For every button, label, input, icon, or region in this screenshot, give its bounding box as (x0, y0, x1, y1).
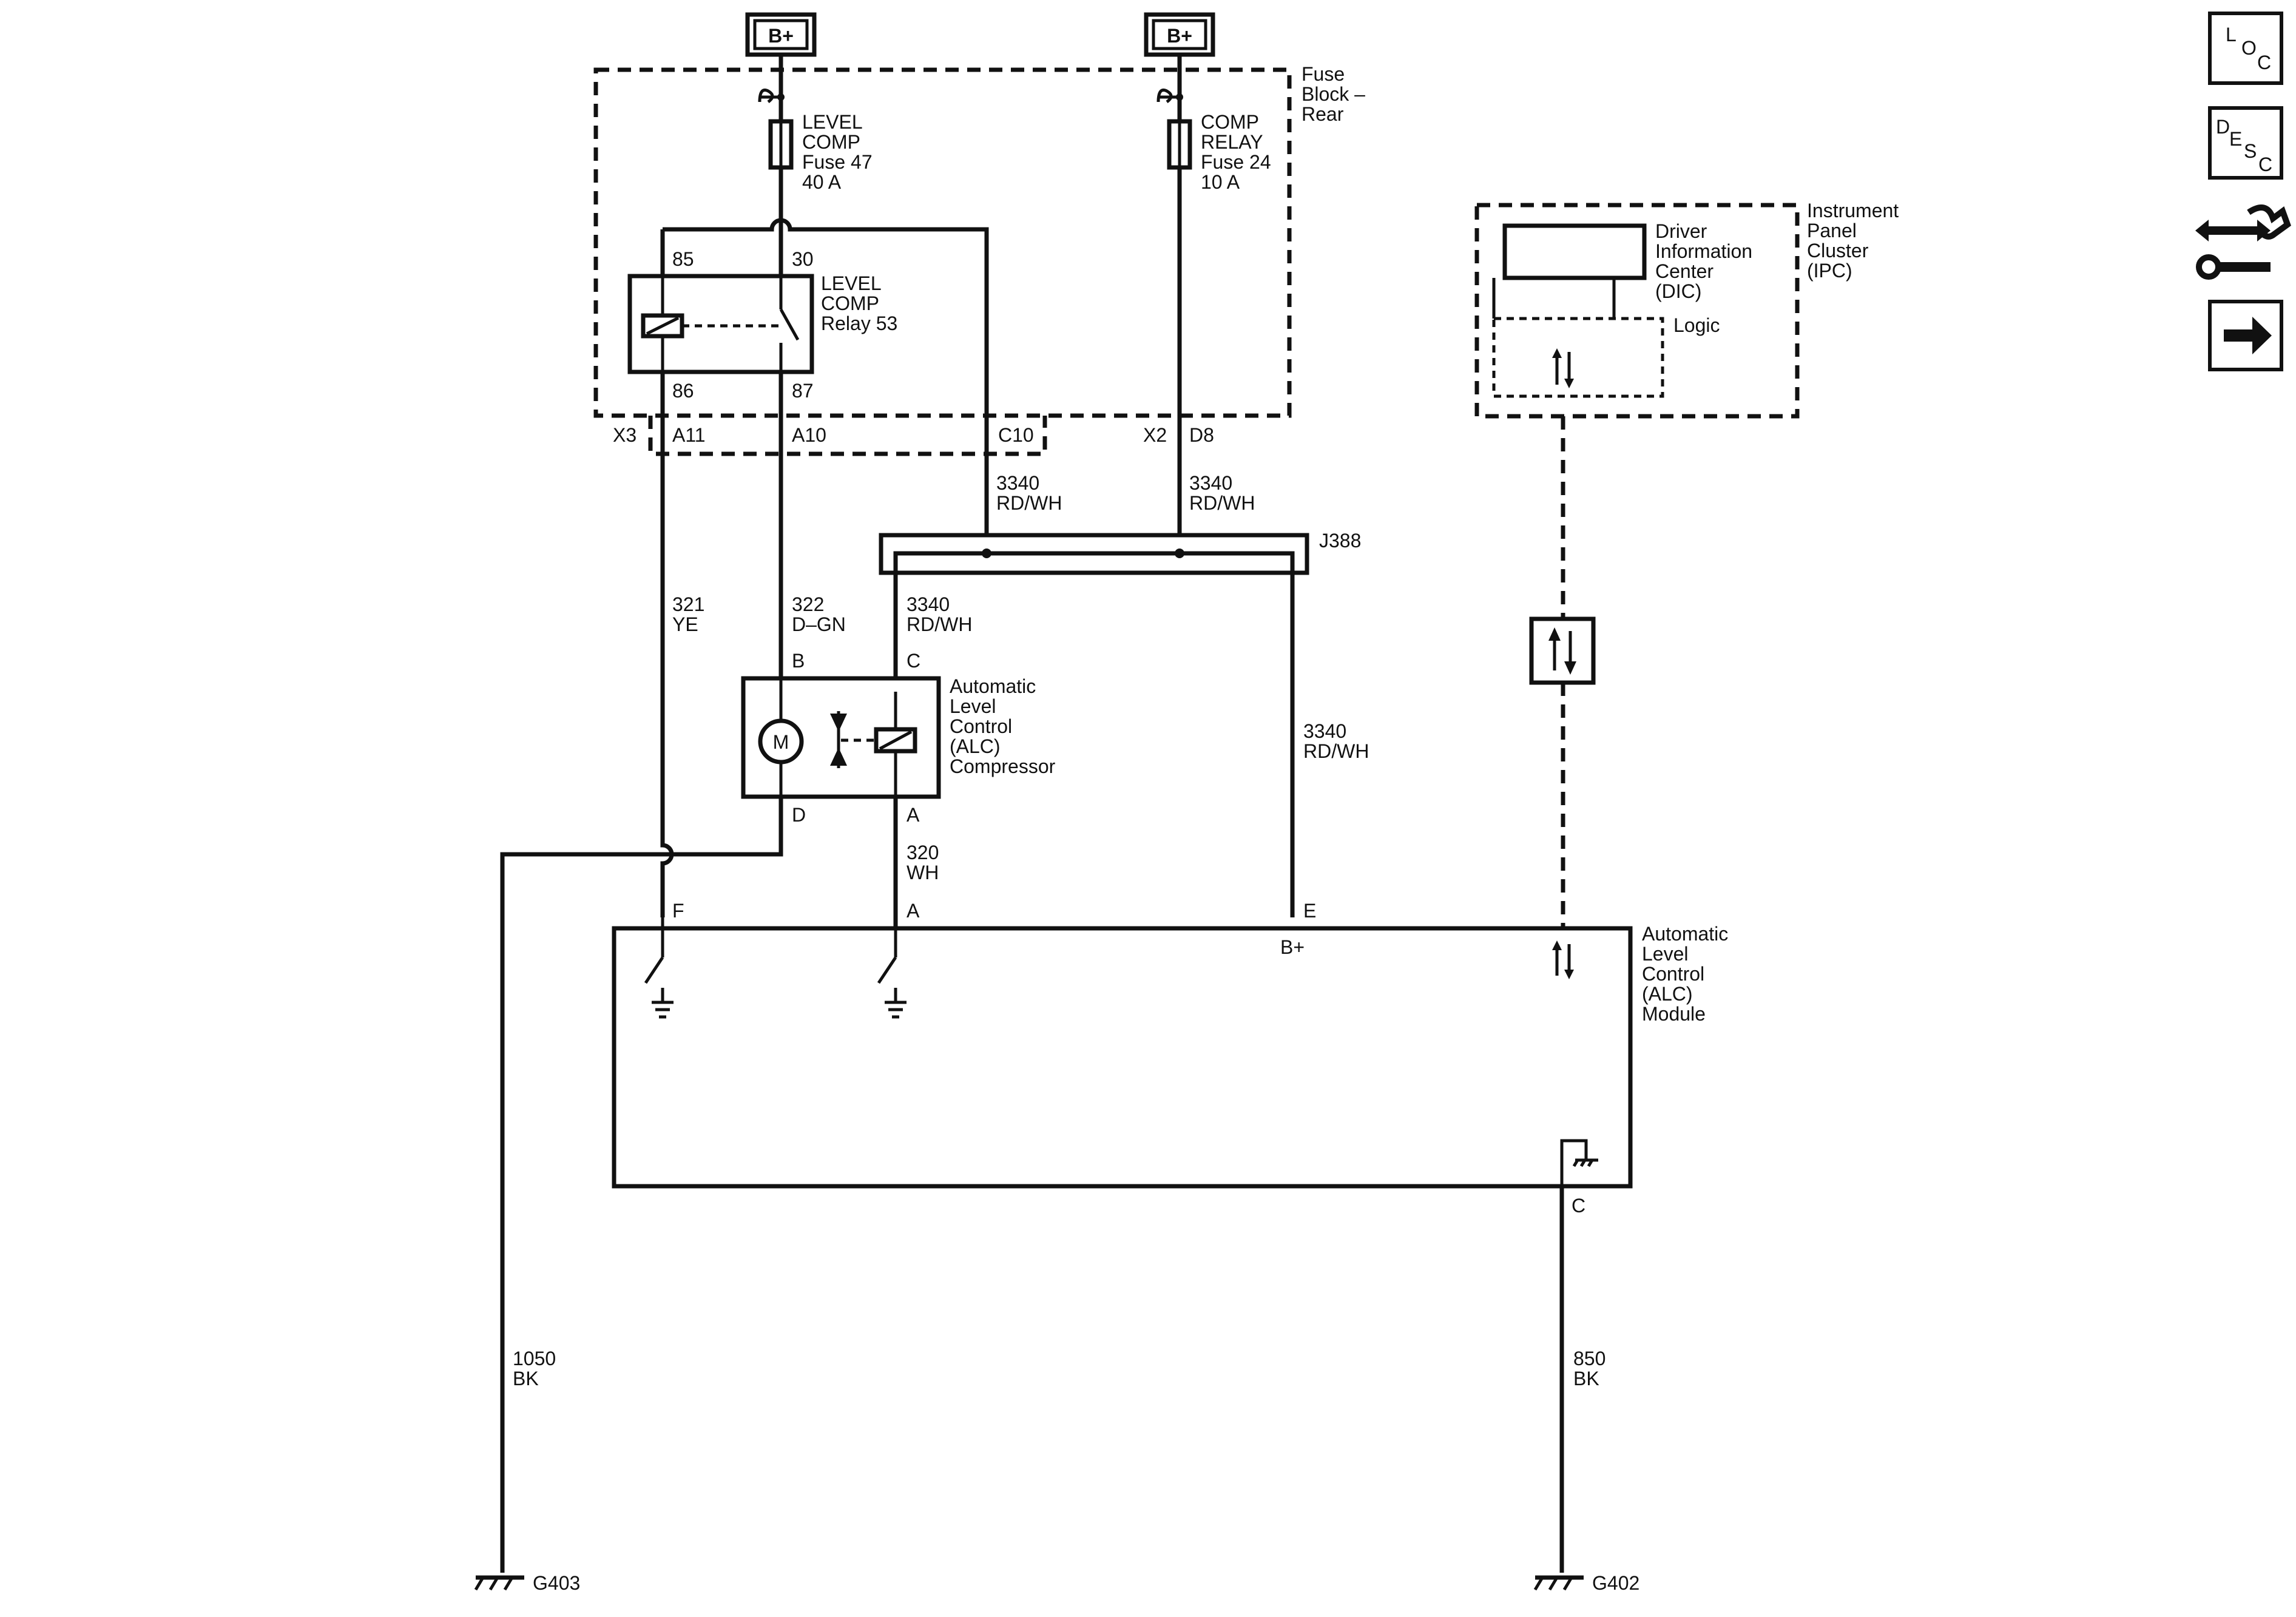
wire-321-label: 321 YE (672, 593, 710, 635)
alc-compressor: M Automatic Level Control (ALC) Compress… (741, 650, 1056, 826)
location-button[interactable]: L O C (2208, 12, 2283, 85)
loc-letter-l: L (2226, 24, 2237, 46)
module-pin-a: A (907, 900, 920, 922)
module-pin-f: F (672, 900, 684, 922)
bplus-label-2: B+ (1167, 25, 1192, 47)
wire-322-label: 322 D–GN (792, 593, 846, 635)
desc-letter-s: S (2244, 140, 2257, 162)
pin-a10: A10 (792, 424, 826, 446)
module-pin-e: E (1303, 900, 1316, 922)
description-button[interactable]: D E S C (2208, 106, 2283, 180)
compressor-pin-c: C (907, 650, 920, 672)
splice-j388: J388 (879, 530, 1361, 917)
loc-letter-c: C (2257, 52, 2271, 73)
connector-x2: X2 (1143, 424, 1167, 446)
relay-feed-bus (660, 218, 989, 553)
relay-pin-86: 86 (672, 380, 694, 402)
wire-3340-label-b: 3340 RD/WH (1189, 472, 1255, 514)
wire-850-label: 850 BK (1573, 1348, 1611, 1389)
relay-pin-85: 85 (672, 248, 694, 270)
compressor-pin-d: D (792, 804, 806, 826)
alc-module-title: Automatic Level Control (ALC) Module (1642, 923, 1734, 1025)
fuse-24: COMP RELAY Fuse 24 10 A (1156, 55, 1277, 553)
bplus-terminal-1: B+ (745, 12, 817, 57)
pin-d8: D8 (1189, 424, 1214, 446)
fuse-block-rear-title: Fuse Block – Rear (1302, 63, 1371, 125)
ground-g403-label: G403 (533, 1572, 580, 1594)
ipc-title: Instrument Panel Cluster (IPC) (1807, 200, 1904, 282)
level-comp-relay-53: LEVEL COMP Relay 53 85 30 86 87 (627, 248, 897, 402)
next-arrow-icon[interactable] (2208, 300, 2283, 371)
module-bplus-label: B+ (1280, 936, 1305, 958)
module-pin-c: C (1572, 1195, 1585, 1217)
wire-1050 (500, 797, 783, 1573)
fuse-24-label: COMP RELAY Fuse 24 10 A (1201, 111, 1277, 193)
relay-pin-30: 30 (792, 248, 814, 270)
desc-letter-e: E (2229, 128, 2242, 150)
pin-c10: C10 (998, 424, 1034, 446)
relay-53-label: LEVEL COMP Relay 53 (821, 272, 897, 334)
logic-label: Logic (1673, 314, 1720, 336)
instrument-panel-cluster: Instrument Panel Cluster (IPC) Driver In… (1474, 200, 1904, 419)
alc-module: Automatic Level Control (ALC) Module F A… (612, 900, 1734, 1217)
ground-g402: G402 (1533, 1572, 1639, 1594)
wire-3340-label-c: 3340 RD/WH (907, 593, 972, 635)
wire-1050-label: 1050 BK (513, 1348, 561, 1389)
fuse-47: LEVEL COMP Fuse 47 40 A (758, 55, 878, 226)
wire-320-label: 320 WH (907, 842, 944, 883)
module-serial-data-icon (1552, 940, 1574, 979)
pin-a11: A11 (672, 424, 706, 446)
loc-letter-o: O (2241, 37, 2257, 59)
relay-pin-87: 87 (792, 380, 814, 402)
fuse-block-rear-outline (593, 67, 1292, 418)
compressor-pin-b: B (792, 650, 805, 672)
splice-j388-label: J388 (1319, 530, 1361, 552)
dic-label: Driver Information Center (DIC) (1655, 220, 1758, 302)
ground-g403: G403 (474, 1572, 580, 1594)
wire-3340-label-a: 3340 RD/WH (996, 472, 1062, 514)
compressor-pin-a: A (907, 804, 920, 826)
ground-g402-label: G402 (1592, 1572, 1639, 1594)
fuse-47-label: LEVEL COMP Fuse 47 40 A (802, 111, 878, 193)
bplus-terminal-2: B+ (1144, 12, 1215, 57)
bplus-label-1: B+ (768, 25, 794, 47)
desc-letter-c: C (2258, 154, 2272, 175)
motor-symbol: M (773, 731, 789, 753)
compressor-title: Automatic Level Control (ALC) Compressor (950, 675, 1056, 777)
wire-3340-label-d: 3340 RD/WH (1303, 720, 1369, 762)
serial-data-link (1529, 416, 1596, 928)
connector-x3: X3 (613, 424, 636, 446)
desc-letter-d: D (2216, 116, 2230, 138)
ipc-serial-data-icon (1552, 348, 1574, 388)
connector-repair-icon[interactable] (2195, 204, 2291, 280)
